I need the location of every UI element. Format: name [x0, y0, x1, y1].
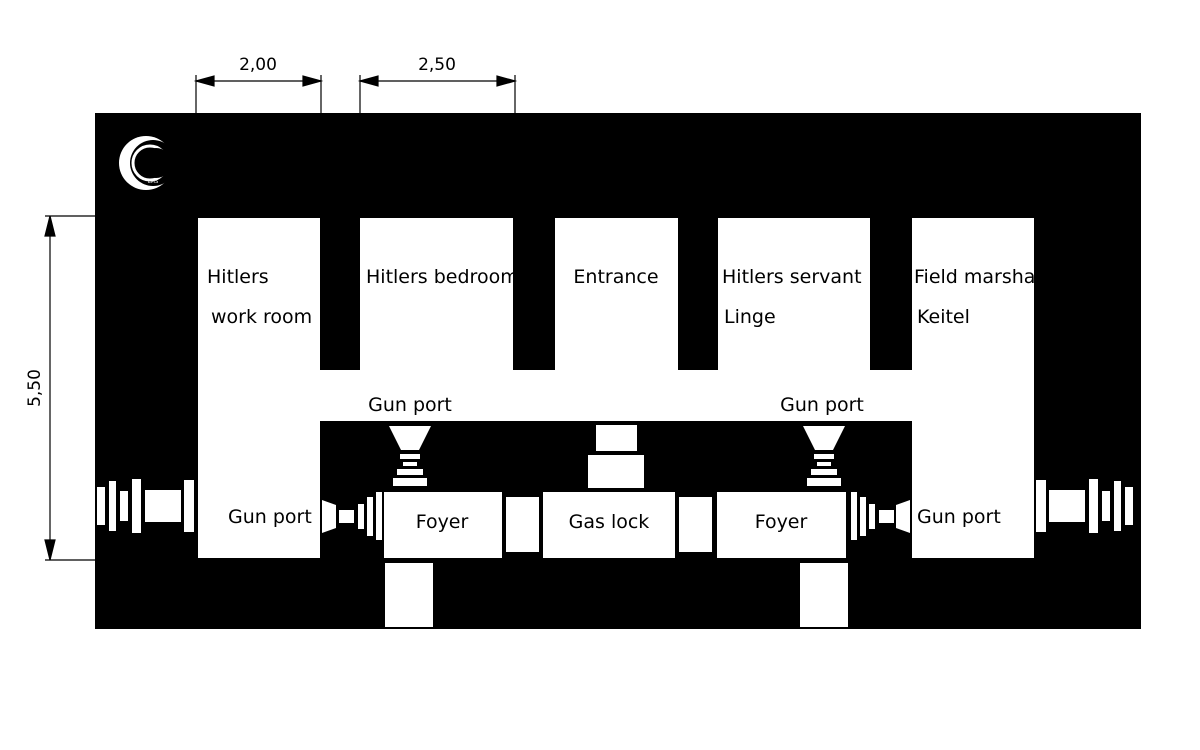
label-gun-port-right: Gun port	[917, 506, 1001, 528]
dimension-top-left	[193, 75, 324, 113]
inner-embrasure-right	[851, 492, 910, 540]
label-bedroom: Hitlers bedroom	[366, 266, 519, 288]
label-servant-line1: Hitlers servant	[722, 266, 862, 288]
crescent-logo-icon: LMS	[119, 136, 176, 190]
outer-embrasure-right	[1036, 479, 1133, 533]
label-work-room-line2: work room	[211, 306, 312, 328]
outer-embrasure-left	[97, 479, 194, 533]
room-foyer-left	[384, 492, 502, 558]
interior-spaces	[198, 218, 1034, 558]
inner-embrasure-left	[322, 492, 382, 540]
label-gun-port-left: Gun port	[228, 506, 312, 528]
dimension-left-label: 5,50	[25, 369, 45, 407]
dimension-left	[44, 215, 95, 561]
label-keitel-line1: Field marshal	[914, 266, 1041, 288]
lower-rooms	[384, 425, 848, 627]
vent-top	[596, 425, 637, 451]
room-servant	[718, 218, 870, 370]
exit-left	[385, 563, 433, 627]
label-foyer-left: Foyer	[416, 511, 469, 533]
vent-bottom	[588, 455, 644, 488]
dimension-top-left-label: 2,00	[239, 55, 277, 75]
room-bedroom	[360, 218, 513, 370]
label-servant-line2: Linge	[724, 306, 776, 328]
funnel-embrasure-right	[803, 426, 845, 486]
dimension-top-middle-label: 2,50	[418, 55, 456, 75]
label-foyer-right: Foyer	[755, 511, 808, 533]
door-right	[679, 497, 712, 552]
logo-text: LMS	[148, 179, 158, 185]
label-gas-lock: Gas lock	[569, 511, 650, 533]
exit-right	[800, 563, 848, 627]
label-work-room-line1: Hitlers	[207, 266, 269, 288]
room-entrance	[555, 218, 678, 370]
room-gas-lock	[543, 492, 675, 558]
funnel-embrasure-left	[389, 426, 431, 486]
corridor-right-link	[870, 370, 912, 421]
label-entrance: Entrance	[573, 266, 658, 288]
label-gun-port-upper-right: Gun port	[780, 394, 864, 416]
label-gun-port-upper-left: Gun port	[368, 394, 452, 416]
dimension-top-middle	[357, 75, 518, 113]
label-keitel-line2: Keitel	[917, 306, 970, 328]
door-left	[506, 497, 539, 552]
room-foyer-right	[717, 492, 846, 558]
